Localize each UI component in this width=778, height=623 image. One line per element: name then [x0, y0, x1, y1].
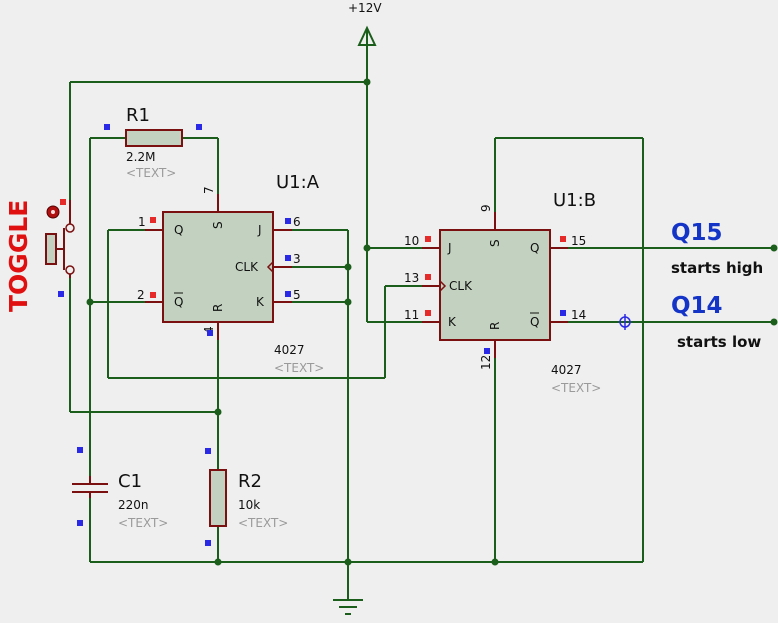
u1b-pin-j: J	[447, 241, 452, 255]
u1a-pin-r: R	[211, 304, 225, 312]
r1-text: <TEXT>	[126, 166, 176, 180]
u1a-pinnum-s: 7	[202, 186, 216, 194]
u1a-pinnum-j: 6	[293, 215, 301, 229]
u1b-pinnum-j: 10	[404, 234, 419, 248]
pin-marker	[60, 199, 66, 205]
pin-marker	[285, 218, 291, 224]
u1b-pinnum-s: 9	[479, 204, 493, 212]
pin-marker	[104, 124, 110, 130]
resistor-r1[interactable]: R1 2.2M <TEXT>	[104, 105, 202, 180]
pin-marker	[285, 291, 291, 297]
junction-dot	[86, 298, 94, 306]
u1b-pin-qbar: Q	[530, 315, 539, 329]
r2-ref: R2	[238, 471, 262, 492]
junction-dot	[214, 558, 222, 566]
q14-note: starts low	[677, 333, 761, 351]
output-q14: Q14 starts low	[671, 293, 761, 351]
u1b-pin-s: S	[488, 239, 502, 247]
c1-text: <TEXT>	[118, 516, 168, 530]
u1b-pinnum-clk: 13	[404, 271, 419, 285]
output-q15: Q15 starts high	[671, 220, 763, 277]
u1a-ref: U1:A	[276, 172, 320, 193]
pin-marker	[207, 330, 213, 336]
pin-marker	[77, 520, 83, 526]
pin-marker	[77, 447, 83, 453]
u1a-pinnum-qbar: 2	[137, 288, 145, 302]
c1-value: 220n	[118, 498, 149, 512]
supply-terminal[interactable]: +12V	[348, 1, 382, 46]
u1b-pin-q: Q	[530, 241, 539, 255]
pin-marker	[484, 348, 490, 354]
wires	[69, 45, 774, 600]
r1-ref: R1	[126, 105, 150, 126]
ic-u1b[interactable]: J CLK K Q Q S R 10 13 11 15 14 9 12 U1:B…	[404, 190, 601, 395]
probe-icon[interactable]	[619, 314, 631, 330]
resistor-r2[interactable]: R2 10k <TEXT>	[205, 448, 288, 546]
junction-dot	[363, 78, 371, 86]
u1b-pin-clk: CLK	[449, 279, 473, 293]
u1b-pinnum-k: 11	[404, 308, 419, 322]
toggle-switch[interactable]: TOGGLE	[4, 199, 75, 312]
u1b-pin-r: R	[488, 322, 502, 330]
c1-ref: C1	[118, 471, 142, 492]
pin-marker	[425, 236, 431, 242]
u1b-ref: U1:B	[553, 190, 596, 211]
ic-u1a[interactable]: Q Q J CLK K S R 1 2 6 3 5 7 4 U1:A 4027 …	[137, 172, 324, 375]
u1a-pinnum-k: 5	[293, 288, 301, 302]
junction-dot	[363, 244, 371, 252]
junction-dot	[344, 298, 352, 306]
u1b-pinnum-r: 12	[479, 355, 493, 370]
junction-dot	[214, 408, 222, 416]
switch-actuator[interactable]	[45, 233, 57, 265]
junction-dot	[344, 263, 352, 271]
ground-symbol	[333, 599, 363, 615]
u1a-pin-qbar: Q	[174, 295, 183, 309]
supply-label: +12V	[348, 1, 382, 15]
clock-input-icon	[439, 280, 447, 292]
r1-value: 2.2M	[126, 150, 155, 164]
u1a-pin-j: J	[257, 223, 262, 237]
u1b-pinnum-qbar: 14	[571, 308, 586, 322]
u1a-pin-k: K	[256, 295, 265, 309]
pin-marker	[196, 124, 202, 130]
output-terminal[interactable]	[770, 318, 778, 326]
pin-marker	[285, 255, 291, 261]
q15-note: starts high	[671, 259, 763, 277]
junction-dot	[344, 558, 352, 566]
u1a-pin-q: Q	[174, 223, 183, 237]
pin-marker	[150, 217, 156, 223]
junction-dot	[491, 558, 499, 566]
pin-marker	[58, 291, 64, 297]
r2-text: <TEXT>	[238, 516, 288, 530]
pin-marker	[425, 310, 431, 316]
pin-marker	[560, 236, 566, 242]
u1a-part: 4027	[274, 343, 305, 357]
output-terminal[interactable]	[770, 244, 778, 252]
junctions	[86, 78, 778, 566]
toggle-label: TOGGLE	[4, 200, 33, 312]
pin-marker	[205, 448, 211, 454]
u1b-pinnum-q: 15	[571, 234, 586, 248]
u1a-text: <TEXT>	[274, 361, 324, 375]
u1b-text: <TEXT>	[551, 381, 601, 395]
pin-marker	[425, 274, 431, 280]
capacitor-c1[interactable]: C1 220n <TEXT>	[72, 447, 168, 530]
u1a-pin-s: S	[211, 221, 225, 229]
u1b-part: 4027	[551, 363, 582, 377]
u1a-pinnum-clk: 3	[293, 252, 301, 266]
pin-marker	[560, 310, 566, 316]
u1b-pin-k: K	[448, 315, 457, 329]
u1a-pinnum-q: 1	[138, 215, 146, 229]
q15-name: Q15	[671, 220, 723, 246]
u1a-pin-clk: CLK	[235, 260, 259, 274]
pin-marker	[205, 540, 211, 546]
clock-input-icon	[266, 261, 274, 273]
pin-marker	[150, 292, 156, 298]
q14-name: Q14	[671, 293, 723, 319]
r2-value: 10k	[238, 498, 260, 512]
